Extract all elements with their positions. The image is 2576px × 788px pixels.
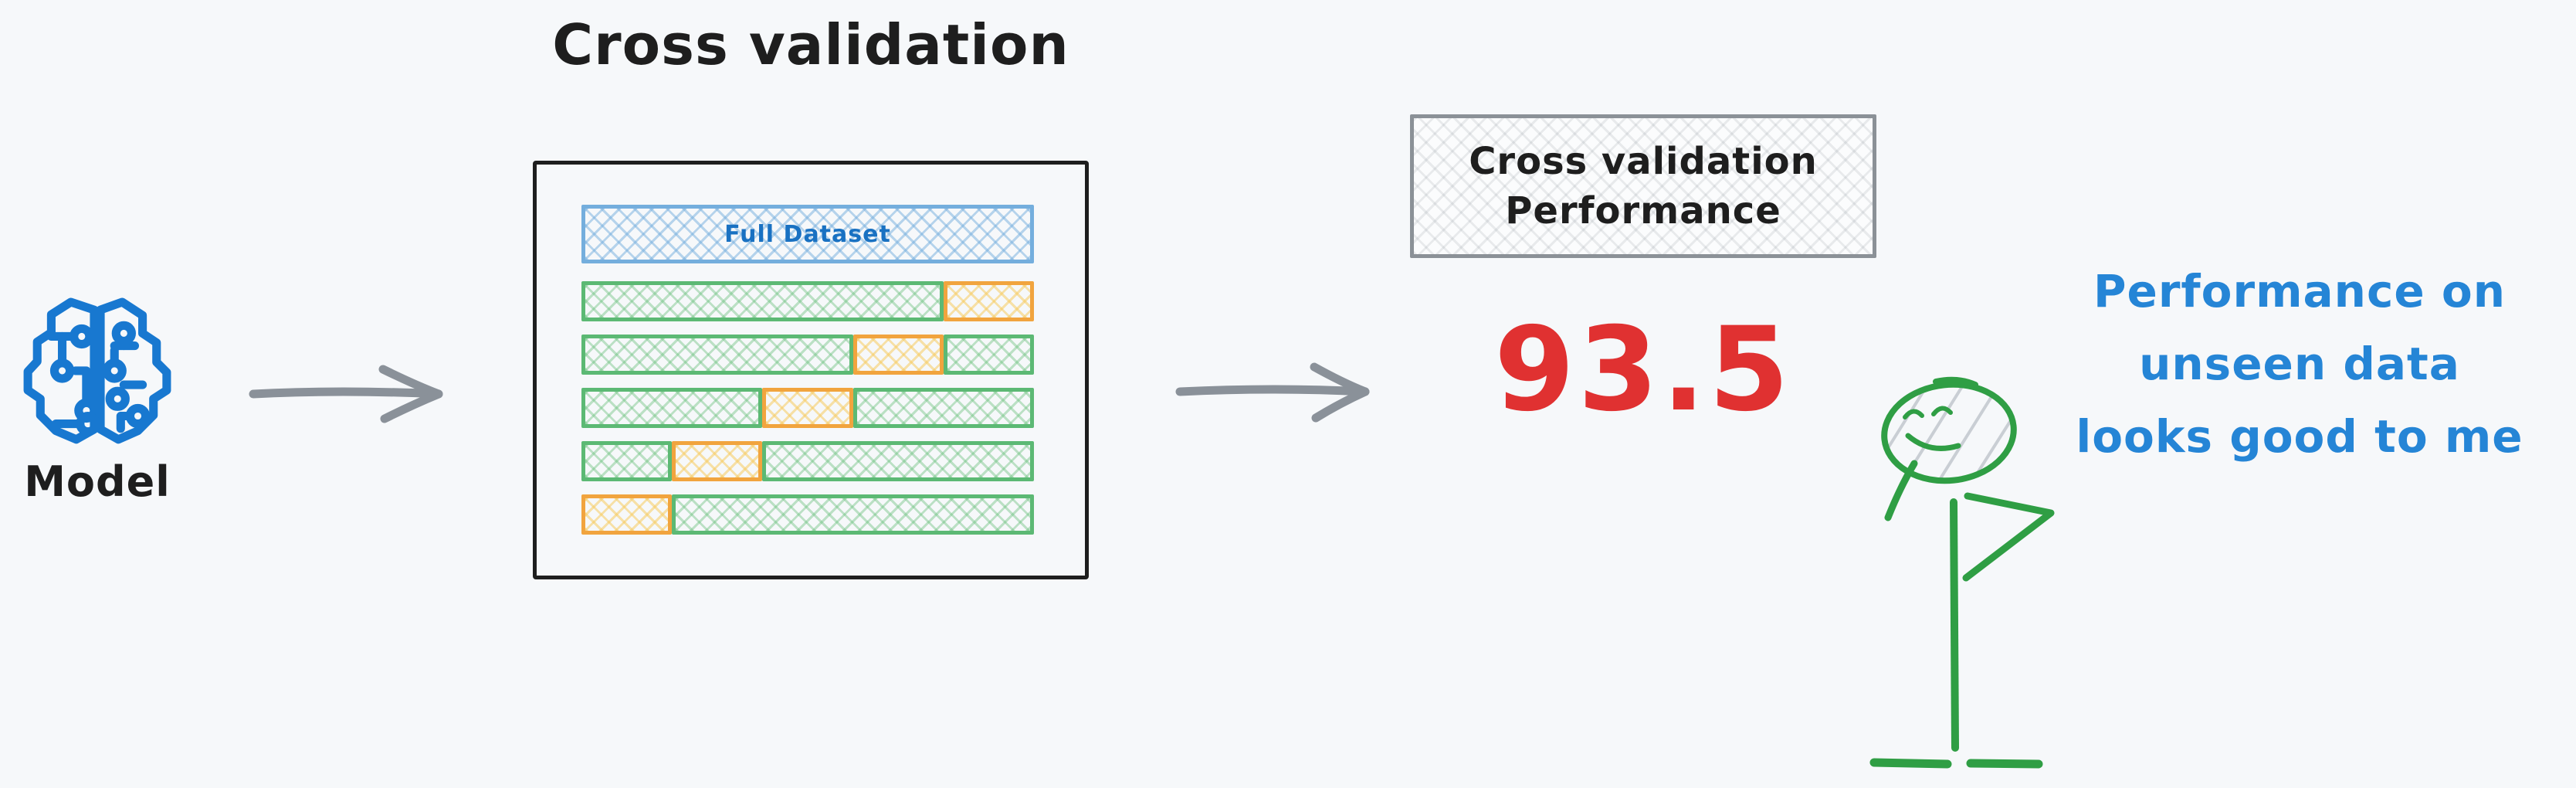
fold-segment-train <box>672 494 1034 535</box>
speech-line: Performance on <box>2093 265 2507 318</box>
fold-segment-validation <box>943 281 1034 321</box>
fold-row <box>581 388 1034 428</box>
cross-validation-box: Full Dataset <box>533 161 1089 579</box>
thinking-person-figure <box>1869 376 2055 769</box>
fold-segment-validation <box>672 441 763 481</box>
fold-segment-train <box>762 441 1034 481</box>
full-dataset-bar: Full Dataset <box>581 205 1034 263</box>
speech-line: unseen data <box>2139 338 2460 390</box>
fold-row <box>581 335 1034 375</box>
speech-text: Performance on unseen data looks good to… <box>2023 255 2576 473</box>
cross-validation-title: Cross validation <box>552 12 1069 77</box>
speech-line: looks good to me <box>2076 410 2523 463</box>
performance-box-title-line2: Performance <box>1505 189 1781 233</box>
fold-segment-train <box>581 441 673 481</box>
fold-segment-validation <box>762 388 853 428</box>
cv-folds <box>581 281 1034 535</box>
right-arrow-icon <box>249 365 443 423</box>
fold-segment-train <box>581 281 944 321</box>
right-arrow-icon <box>1175 362 1370 423</box>
fold-segment-validation <box>581 494 673 535</box>
fold-segment-train <box>943 335 1034 375</box>
performance-box: Cross validation Performance <box>1410 114 1876 258</box>
head-hatch <box>1884 385 2014 481</box>
fold-segment-validation <box>852 335 944 375</box>
full-dataset-label: Full Dataset <box>724 220 891 248</box>
model-label: Model <box>24 457 171 506</box>
fold-segment-train <box>581 335 853 375</box>
fold-segment-train <box>852 388 1034 428</box>
fold-segment-train <box>581 388 763 428</box>
performance-box-title-line1: Cross validation <box>1469 140 1818 183</box>
fold-row <box>581 281 1034 321</box>
fold-row <box>581 494 1034 535</box>
fold-row <box>581 441 1034 481</box>
brain-circuit-icon <box>23 297 171 444</box>
cv-score-value: 93.5 <box>1493 303 1793 437</box>
